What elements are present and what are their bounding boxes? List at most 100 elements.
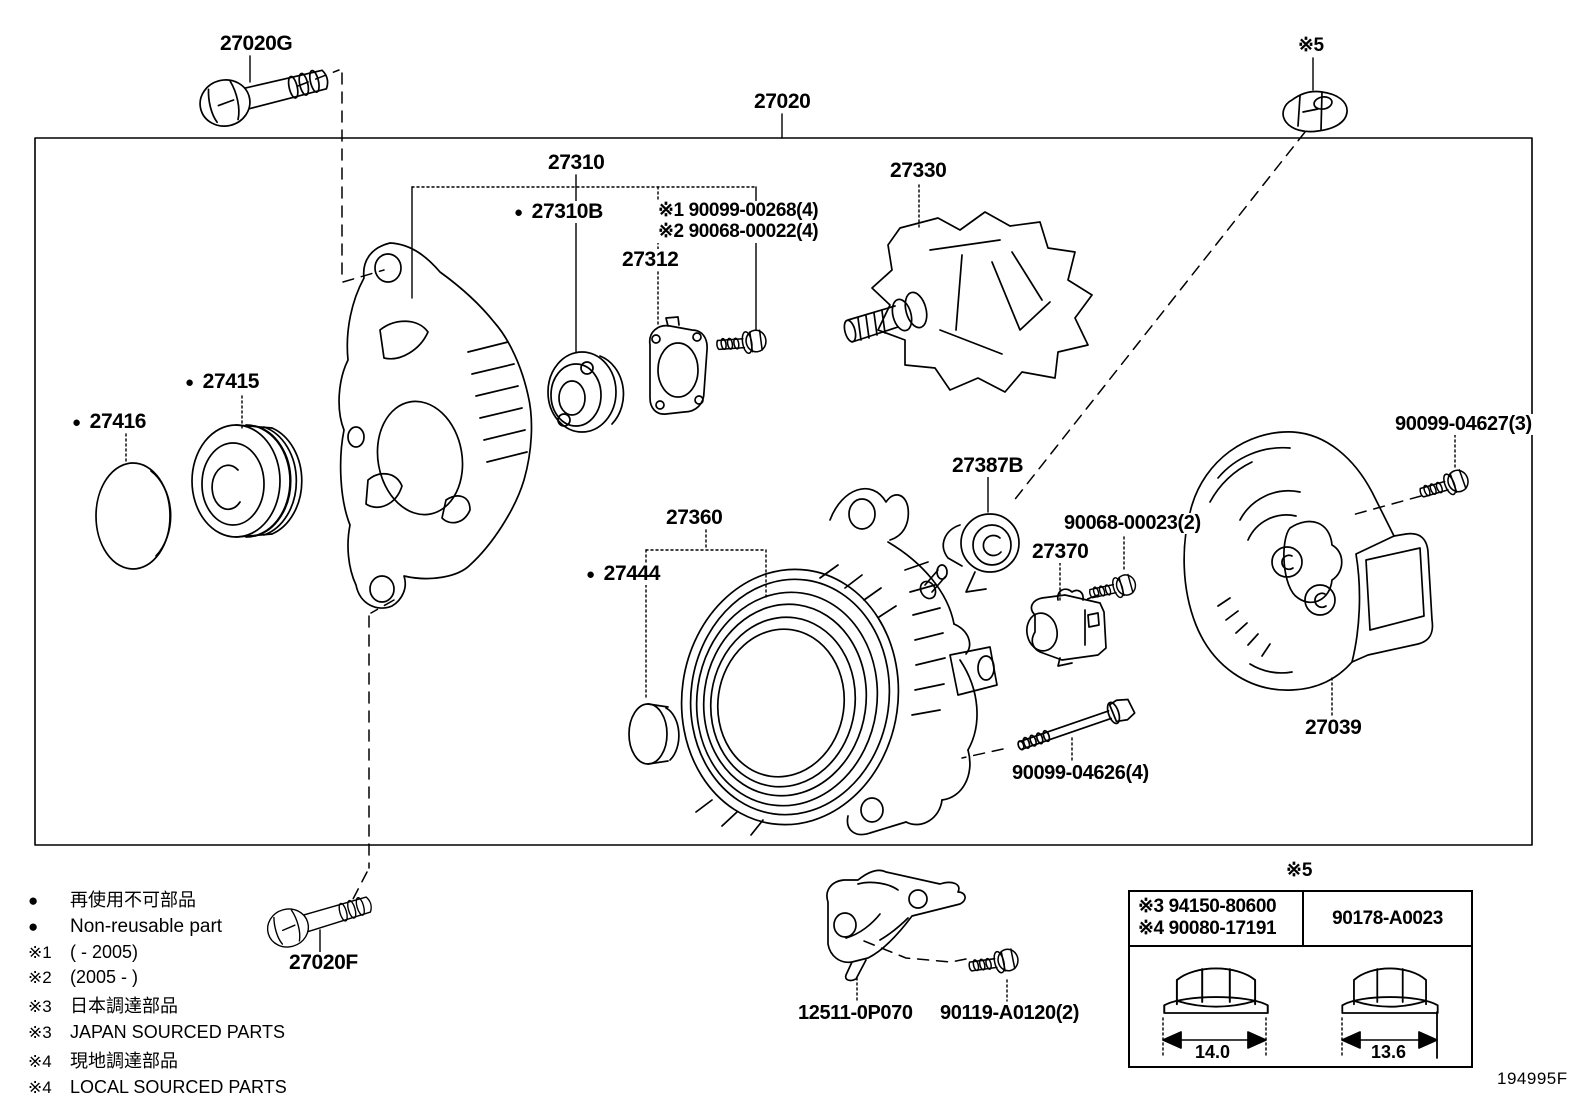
drawing-regulator bbox=[1026, 588, 1107, 667]
part-number: 12511-0P070 bbox=[798, 1002, 913, 1024]
callout-27039: 27039 bbox=[1303, 716, 1364, 740]
callout-27020g: 27020G bbox=[218, 32, 295, 56]
callout-27387b: 27387B bbox=[950, 454, 1026, 478]
non-reusable-dot: ● bbox=[72, 413, 81, 431]
leader-lines-solid bbox=[249, 55, 1314, 959]
part-number: 27020F bbox=[289, 951, 358, 974]
nut-spec-table: ※3 94150-80600 ※4 90080-17191 90178-A002… bbox=[1128, 890, 1473, 1068]
spec-cell-right: 90178-A0023 bbox=[1304, 892, 1471, 945]
drawing-table-nuts bbox=[1162, 967, 1439, 1059]
dimension-value: 13.6 bbox=[1371, 1042, 1407, 1062]
legend-marker: ※4 bbox=[28, 1052, 52, 1071]
legend-marker: ● bbox=[28, 891, 39, 910]
part-number: 27312 bbox=[622, 248, 679, 271]
callout-27370: 27370 bbox=[1030, 540, 1091, 564]
callout-27310b: ● 27310B bbox=[512, 200, 605, 224]
part-number: 27415 bbox=[202, 370, 260, 393]
legend-marker: ※1 bbox=[28, 943, 52, 962]
drawing-bolt-04626 bbox=[1013, 695, 1137, 757]
ref-text: ※2 90068-00022(4) bbox=[658, 221, 819, 242]
part-number: 27387B bbox=[952, 454, 1024, 477]
legend: ●再使用不可部品 ●Non-reusable part ※1( - 2005) … bbox=[28, 886, 287, 1099]
dimension-right: 13.6 bbox=[1368, 1042, 1410, 1063]
non-reusable-dot: ● bbox=[586, 565, 595, 583]
drawing-rear-cover bbox=[1183, 431, 1434, 691]
spec-table-header-row: ※3 94150-80600 ※4 90080-17191 90178-A002… bbox=[1130, 892, 1471, 947]
callout-27330: 27330 bbox=[888, 159, 949, 183]
non-reusable-dot: ● bbox=[185, 373, 194, 391]
spec-part-line: ※3 94150-80600 bbox=[1138, 896, 1277, 917]
part-number: 27020 bbox=[754, 90, 811, 113]
drawing-bolt-27020g bbox=[194, 56, 334, 132]
ref-text: ※1 90099-00268(4) bbox=[658, 200, 819, 221]
legend-row: ※4 現地調達部品 bbox=[28, 1047, 287, 1073]
legend-text: LOCAL SOURCED PARTS bbox=[70, 1077, 287, 1097]
ref-mark: ※5 bbox=[1298, 35, 1324, 56]
part-number: 27039 bbox=[1305, 716, 1362, 739]
part-number: 27416 bbox=[89, 410, 147, 433]
legend-text: 現地調達部品 bbox=[70, 1051, 178, 1071]
callout-90099-04626: 90099-04626(4) bbox=[1010, 763, 1151, 784]
drawing-retainer-plate bbox=[648, 316, 708, 415]
callout-27444: ● 27444 bbox=[584, 562, 663, 586]
part-number: 90099-04627(3) bbox=[1395, 413, 1532, 435]
callout-27312: 27312 bbox=[620, 248, 681, 272]
callout-27020: 27020 bbox=[752, 90, 813, 114]
legend-row: ※3 日本調達部品 bbox=[28, 992, 287, 1018]
legend-row: ● Non-reusable part bbox=[28, 916, 287, 938]
leader-lines-dotted bbox=[125, 184, 1456, 1002]
legend-marker: ● bbox=[28, 917, 39, 936]
drawing-bolt-04627 bbox=[1416, 466, 1472, 507]
callout-12511: 12511-0P070 bbox=[796, 1003, 915, 1024]
spec-cell-left: ※3 94150-80600 ※4 90080-17191 bbox=[1130, 892, 1304, 945]
ref-note-1: ※1 90099-00268(4) bbox=[656, 200, 821, 222]
callout-27310: 27310 bbox=[546, 151, 607, 175]
callout-90099-04627: 90099-04627(3) bbox=[1393, 414, 1534, 435]
legend-row: ※1 ( - 2005) bbox=[28, 942, 287, 963]
callout-note5-top: ※5 bbox=[1296, 36, 1326, 56]
legend-text: JAPAN SOURCED PARTS bbox=[70, 1022, 286, 1042]
callout-27360: 27360 bbox=[664, 506, 725, 530]
part-number: 27444 bbox=[603, 562, 661, 585]
legend-marker: ※4 bbox=[28, 1078, 52, 1097]
drawing-rotor bbox=[843, 211, 1093, 393]
drawing-bracket-12511 bbox=[826, 869, 966, 982]
part-number: 90119-A0120(2) bbox=[940, 1002, 1079, 1024]
callout-27020f: 27020F bbox=[287, 951, 360, 975]
legend-text: 日本調達部品 bbox=[70, 996, 178, 1016]
callout-90119: 90119-A0120(2) bbox=[938, 1003, 1081, 1024]
drawing-nut-top bbox=[1282, 90, 1348, 133]
part-number: 27020G bbox=[220, 32, 293, 55]
legend-row: ※4 LOCAL SOURCED PARTS bbox=[28, 1077, 287, 1098]
diagram-frame bbox=[34, 137, 1533, 846]
drawing-stator bbox=[680, 487, 998, 836]
drawing-bolt-ref12 bbox=[714, 327, 769, 360]
legend-text: ( - 2005) bbox=[70, 942, 139, 962]
callout-90068-00023: 90068-00023(2) bbox=[1062, 513, 1203, 534]
dimension-value: 14.0 bbox=[1195, 1042, 1231, 1062]
part-number: 27370 bbox=[1032, 540, 1089, 563]
legend-text: Non-reusable part bbox=[70, 916, 223, 937]
drawing-cap bbox=[95, 462, 172, 570]
drawing-bearing bbox=[547, 351, 625, 433]
spec-part-number: 90178-A0023 bbox=[1332, 907, 1443, 929]
legend-marker: ※3 bbox=[28, 997, 52, 1016]
drawing-collar bbox=[628, 703, 680, 765]
part-number: 90068-00023(2) bbox=[1064, 512, 1201, 534]
legend-text: 再使用不可部品 bbox=[70, 890, 196, 910]
table-header-note5: ※5 bbox=[1286, 859, 1313, 882]
drawing-brush-holder bbox=[942, 513, 1020, 593]
doc-code-text: 194995F bbox=[1497, 1069, 1568, 1088]
part-number: 27330 bbox=[890, 159, 947, 182]
drawing-pulley bbox=[191, 424, 303, 538]
legend-row: ● 再使用不可部品 bbox=[28, 886, 287, 912]
part-number: 27360 bbox=[666, 506, 723, 529]
dimension-left: 14.0 bbox=[1192, 1042, 1234, 1063]
legend-marker: ※2 bbox=[28, 968, 52, 987]
ref-note-2: ※2 90068-00022(4) bbox=[656, 221, 821, 243]
legend-text: (2005 - ) bbox=[70, 967, 139, 987]
part-number: 27310 bbox=[548, 151, 605, 174]
